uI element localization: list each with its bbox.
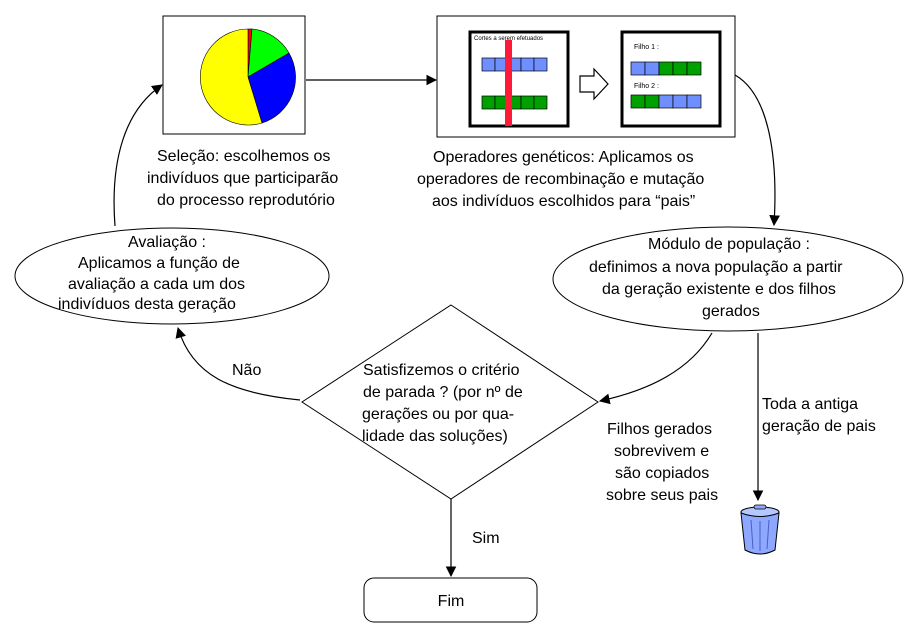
yes-label: Sim: [472, 530, 500, 547]
parents-panel: [468, 30, 570, 128]
pie-slice-blue: [247, 52, 296, 124]
population-text-line-4: gerados: [702, 303, 760, 320]
child-2-label: Filho 2 :: [634, 83, 659, 90]
operators-text-line-2: operadores de recombinação e mutação: [417, 171, 704, 188]
children-survive-line-1: Filhos gerados: [607, 421, 712, 438]
selection-text-line-3: do processo reprodutório: [157, 192, 335, 209]
operators-text-line-1: Operadores genéticos: Aplicamos os: [433, 149, 694, 166]
children-panel: [620, 30, 722, 128]
children-survive-line-3: são copiados: [615, 465, 709, 482]
arrow-population-to-decision: [598, 332, 713, 405]
population-ellipse: [552, 226, 904, 332]
decision-diamond: [301, 304, 599, 500]
decision-text-line-3: gerações ou por qua-: [362, 406, 514, 423]
decision-text-line-2: de parada ? (por nº de: [363, 384, 523, 401]
selection-text-line-2: indivíduos que participarão: [147, 170, 338, 187]
cut-point-bar: [505, 40, 512, 126]
child-2-chromosome: [630, 94, 702, 109]
arrow-decision-to-evaluation: [175, 326, 301, 401]
no-label: Não: [232, 362, 261, 379]
old-generation-line-2: geração de pais: [762, 418, 876, 435]
pie-slice-yellow: [200, 28, 263, 126]
end-terminator: [363, 577, 538, 623]
roulette-pie-chart: [200, 28, 296, 126]
evaluation-text-line-4: indivíduos desta geração: [58, 296, 236, 313]
evaluation-text-line-1: Avaliação :: [128, 234, 206, 251]
arrow-operators-to-population: [734, 74, 780, 227]
decision-text-line-1: Satisfizemos o critério: [363, 362, 520, 379]
old-generation-line-1: Toda a antiga: [762, 396, 858, 413]
arrow-evaluation-to-selection: [113, 84, 163, 227]
population-text-line-3: da geração existente e dos filhos: [602, 281, 836, 298]
child-1-chromosome: [630, 61, 702, 76]
evaluation-text-line-3: avaliação a cada um dos: [68, 276, 245, 293]
parent-2-chromosome: [481, 95, 548, 110]
children-survive-line-4: sobre seus pais: [606, 487, 718, 504]
cuts-label: Cortes a serem efetuados: [474, 36, 543, 42]
population-text-line-1: Módulo de população :: [648, 236, 810, 253]
evaluation-ellipse: [14, 227, 330, 325]
operators-text-line-3: aos indivíduos escolhidos para “pais”: [432, 193, 695, 210]
trash-icon: [740, 504, 780, 555]
selection-text-line-1: Seleção: escolhemos os: [157, 148, 330, 165]
evaluation-text-line-2: Aplicamos a função de: [78, 255, 240, 272]
children-survive-line-2: sobrevivem e: [614, 443, 709, 460]
parent-1-chromosome: [481, 57, 548, 72]
decision-text-line-4: lidade das soluções): [362, 428, 508, 445]
population-text-line-2: definimos a nova população a partir: [589, 259, 843, 276]
child-1-label: Filho 1 :: [634, 44, 659, 51]
end-label: Fim: [438, 593, 465, 610]
right-arrow-icon: [579, 67, 609, 101]
